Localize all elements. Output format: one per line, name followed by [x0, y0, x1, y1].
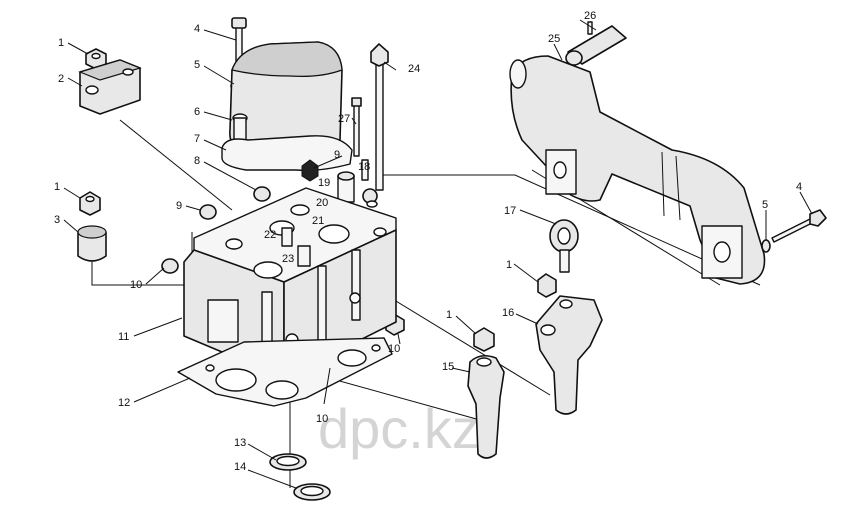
callout-15: 15	[442, 361, 454, 373]
callout-22: 22	[264, 229, 276, 241]
stud-part-18	[361, 159, 369, 181]
callout-21: 21	[312, 215, 324, 227]
plug-part-10-left	[161, 258, 179, 274]
bolt-part-4-right	[771, 209, 827, 243]
plug-part-9-left	[199, 204, 217, 220]
bracket-part-2	[78, 59, 142, 115]
cup-part-20	[337, 171, 355, 203]
callout-labels: 1 2 1 3 4 5 6 7 8 9 9 10 10 10 11 12 13 …	[54, 10, 802, 473]
exhaust-manifold-part-25	[509, 55, 766, 285]
plug-part-8	[253, 186, 271, 202]
stud-part-27	[351, 97, 362, 157]
callout-23: 23	[282, 253, 294, 265]
callout-4-top: 4	[194, 23, 200, 35]
callout-17: 17	[504, 205, 516, 217]
callout-1-lower: 1	[446, 309, 452, 321]
callout-1-top: 1	[58, 37, 64, 49]
callout-6: 6	[194, 106, 200, 118]
callout-10-bottom: 10	[316, 413, 328, 425]
callout-20: 20	[316, 197, 328, 209]
callout-16: 16	[502, 307, 514, 319]
nut-part-19	[301, 159, 319, 182]
callout-10-left: 10	[130, 279, 142, 291]
rocker-cover-part-6	[229, 41, 343, 161]
callout-5-right: 5	[762, 199, 768, 211]
nut-part-1-right	[537, 273, 557, 298]
rocker-bracket-part-15	[467, 354, 505, 459]
seal-ring-part-13	[269, 453, 307, 471]
callout-4-right: 4	[796, 181, 802, 193]
callout-5-top: 5	[194, 59, 200, 71]
callout-2: 2	[58, 73, 64, 85]
callout-25: 25	[548, 33, 560, 45]
callout-14: 14	[234, 461, 246, 473]
nut-part-1-left	[79, 191, 101, 216]
callout-26: 26	[584, 10, 596, 22]
gasket-part-7	[221, 135, 353, 172]
rocker-bracket-part-16	[535, 295, 603, 415]
callout-12: 12	[118, 397, 130, 409]
washer-part-5-right	[761, 239, 771, 253]
callout-1-right: 1	[506, 259, 512, 271]
nut-part-1-top	[85, 48, 107, 70]
plug-part-26	[565, 21, 627, 66]
sleeve-part-3	[77, 225, 107, 262]
callout-13: 13	[234, 437, 246, 449]
callout-19: 19	[318, 177, 330, 189]
callout-11: 11	[118, 331, 129, 343]
callout-3: 3	[54, 214, 60, 226]
callout-18: 18	[358, 161, 370, 173]
head-gasket-part-12	[177, 337, 393, 407]
seal-ring-part-14	[293, 483, 331, 501]
callout-9-right: 9	[334, 149, 340, 161]
callout-10-right: 10	[388, 343, 400, 355]
nut-part-1-lower	[473, 327, 495, 352]
watermark: dpc.kz	[318, 397, 480, 460]
callout-9-left: 9	[176, 200, 182, 212]
eye-bolt-part-17	[549, 219, 579, 273]
callout-1-left: 1	[54, 181, 60, 193]
callout-7: 7	[194, 133, 200, 145]
callout-24: 24	[408, 63, 420, 75]
callout-8: 8	[194, 155, 200, 167]
callout-leaders	[63, 19, 813, 489]
long-bolt-part-24	[370, 43, 389, 191]
callout-27: 27	[338, 113, 350, 125]
